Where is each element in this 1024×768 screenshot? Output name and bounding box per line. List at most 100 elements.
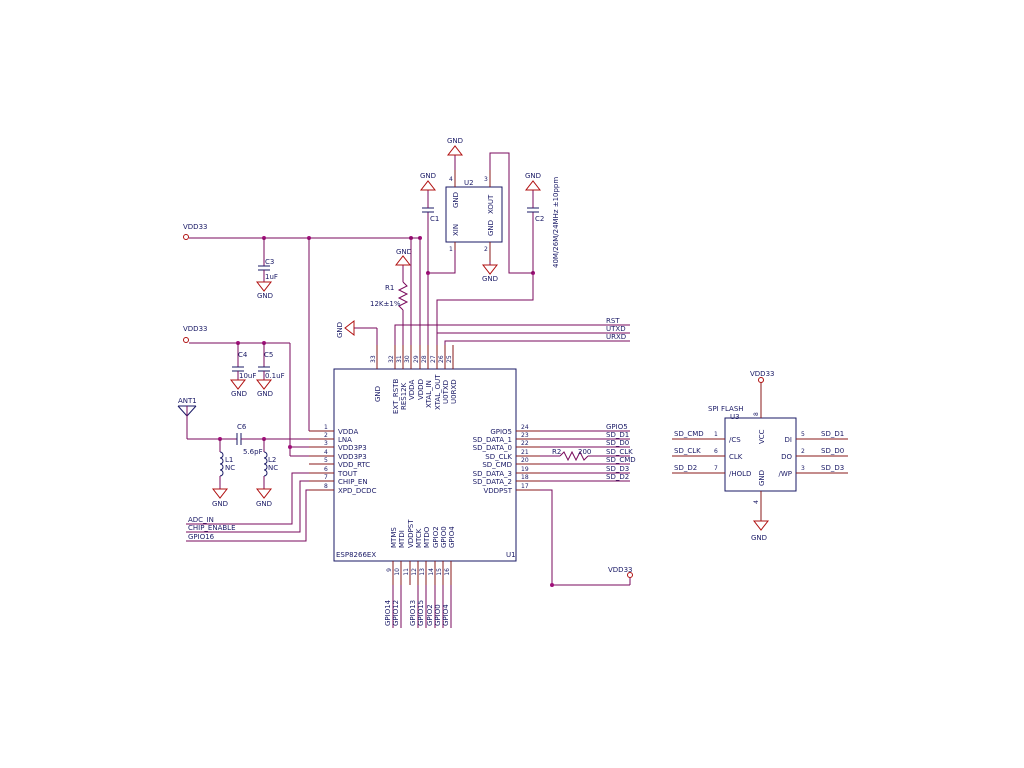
u1-pin-label: RES12K bbox=[400, 382, 408, 410]
u1-pin-label: CHIP_EN bbox=[338, 478, 368, 486]
u1-pin-num: 16 bbox=[444, 568, 451, 576]
u3-vdd: VDD33 bbox=[750, 370, 774, 378]
u1-pin-num: 25 bbox=[446, 355, 453, 363]
antenna-network: ANT1 C6 5.6pF GND L1 NC GND L2 NC bbox=[177, 397, 309, 508]
ic-u3-spi-flash: SPI FLASH U3 VDD33 8 VCC GND 4 GND SD_CM… bbox=[672, 370, 848, 542]
net-label: GPIO14 bbox=[384, 599, 392, 626]
net-label: SD_D0 bbox=[606, 439, 629, 447]
gnd-label: GND bbox=[212, 500, 228, 508]
net-utxd: UTXD bbox=[606, 325, 626, 333]
u2-pin-label: XOUT bbox=[487, 194, 495, 214]
u1-pin-label: SD_CMD bbox=[482, 461, 512, 469]
u3-pin-num: 1 bbox=[714, 431, 718, 438]
u3-title: SPI FLASH bbox=[708, 405, 744, 413]
gnd-label: GND bbox=[257, 390, 273, 398]
u1-pin-label: VDD3P3 bbox=[338, 453, 367, 461]
net-label: GPIO12 bbox=[392, 600, 400, 626]
u1-pin-label: XPD_DCDC bbox=[338, 487, 377, 495]
u1-pin-label: VDDPST bbox=[483, 487, 512, 495]
u3-pin-label: GND bbox=[758, 470, 766, 486]
u1-pin-num: 11 bbox=[403, 568, 410, 576]
u1-pin-label: SD_DATA_0 bbox=[473, 444, 512, 452]
u1-pin-num: 19 bbox=[521, 466, 529, 473]
u1-pin-num: 7 bbox=[324, 474, 328, 481]
u1-pin-label: VDD_RTC bbox=[338, 461, 370, 469]
u1-pin-label: EXT_RSTB bbox=[392, 379, 400, 414]
c6-value: 5.6pF bbox=[243, 448, 263, 456]
u1-pin-num: 6 bbox=[324, 466, 328, 473]
u2-pin-label: GND bbox=[452, 192, 460, 208]
r2-value: 200 bbox=[578, 448, 591, 456]
net-adc-in: ADC_IN bbox=[188, 516, 214, 524]
u1-pin-label: VDDD bbox=[417, 379, 425, 400]
net-label: SD_D1 bbox=[606, 431, 629, 439]
u1-ref: U1 bbox=[506, 551, 516, 559]
u1-pin-label: MTDO bbox=[423, 526, 431, 548]
u3-pin-num: 3 bbox=[801, 465, 805, 472]
u1-pin-label: U0TXD bbox=[442, 380, 450, 404]
vdd33-label: VDD33 bbox=[183, 325, 207, 333]
c4-value: 10uF bbox=[239, 372, 256, 380]
gnd-label: GND bbox=[231, 390, 247, 398]
u1-pin-label: LNA bbox=[338, 436, 352, 444]
u1-pin-label: VDDA bbox=[338, 428, 358, 436]
u3-pin-num: 7 bbox=[714, 465, 718, 472]
u1-pin-num: 15 bbox=[436, 568, 443, 576]
l2-ref: L2 bbox=[268, 456, 276, 464]
u1-pin-num: 1 bbox=[324, 424, 328, 431]
u1-pin-num: 8 bbox=[324, 483, 328, 490]
u1-pin-label: GPIO0 bbox=[440, 526, 448, 548]
l2-value: NC bbox=[268, 464, 278, 472]
gnd-label: GND bbox=[336, 322, 344, 338]
u1-pin-label: GPIO2 bbox=[432, 526, 440, 548]
u3-net: SD_D3 bbox=[821, 464, 844, 472]
l1-value: NC bbox=[225, 464, 235, 472]
u1-pin-num: 32 bbox=[388, 355, 395, 363]
u3-pin-label: /WP bbox=[778, 470, 792, 478]
u1-pin-num: 27 bbox=[430, 355, 437, 363]
u3-gnd: GND bbox=[751, 534, 767, 542]
u1-pin-label: SD_DATA_1 bbox=[473, 436, 512, 444]
net-gpio16: GPIO16 bbox=[188, 533, 215, 541]
r2-ref: R2 bbox=[552, 448, 561, 456]
u1-pin-num: 23 bbox=[521, 432, 529, 439]
u1-pin-num: 29 bbox=[413, 355, 420, 363]
u1-pin-num: 26 bbox=[438, 355, 445, 363]
u1-pin-num: 12 bbox=[411, 568, 418, 576]
u1-pin-label: GPIO4 bbox=[448, 526, 456, 548]
u3-pin-label: /CS bbox=[729, 436, 741, 444]
gnd-label: GND bbox=[257, 292, 273, 300]
u1-pin-label: VDD3P3 bbox=[338, 444, 367, 452]
u1-pin-num: 24 bbox=[521, 424, 529, 431]
net-rst: RST bbox=[606, 317, 620, 325]
bottom-gpio-nets: GPIO14 GPIO12 GPIO13 GPIO15 GPIO2 GPIO0 … bbox=[384, 585, 452, 628]
gnd-label: GND bbox=[447, 137, 463, 145]
u1-pin-num: 2 bbox=[324, 432, 328, 439]
crystal-u2: U2 4 3 1 2 GND XOUT XIN GND GND GND 40M/… bbox=[445, 137, 560, 283]
c3-ref: C3 bbox=[265, 258, 274, 266]
c1-ref: C1 bbox=[430, 215, 439, 223]
u1-pin-num: 17 bbox=[521, 483, 529, 490]
u1-pin-num: 33 bbox=[370, 355, 377, 363]
vdd33-label: VDD33 bbox=[183, 223, 207, 231]
c3-value: 1uF bbox=[265, 273, 278, 281]
net-label: SD_CMD bbox=[606, 456, 636, 464]
u1-pin-label: MTCK bbox=[415, 528, 423, 548]
u1-body bbox=[333, 368, 517, 562]
c6-ref: C6 bbox=[237, 423, 247, 431]
u3-pin-num: 5 bbox=[801, 431, 805, 438]
net-label: GPIO13 bbox=[409, 600, 417, 626]
u3-pin-label: CLK bbox=[729, 453, 743, 461]
u3-net: SD_D2 bbox=[674, 464, 697, 472]
u3-pin-label: DO bbox=[781, 453, 792, 461]
net-label: GPIO4 bbox=[442, 604, 450, 626]
u2-pin-num: 3 bbox=[484, 176, 488, 183]
u1-pin-label: MTDI bbox=[398, 530, 406, 548]
u1-pin-num: 31 bbox=[396, 355, 403, 363]
u1-pin-label: GND bbox=[374, 386, 382, 402]
u3-pin-label: /HOLD bbox=[729, 470, 751, 478]
net-chip-enable: CHIP_ENABLE bbox=[188, 524, 236, 532]
u1-pin-num: 22 bbox=[521, 440, 529, 447]
u1-pin-label: SD_DATA_3 bbox=[473, 470, 512, 478]
capacitor-c2: GND C2 bbox=[524, 172, 544, 273]
